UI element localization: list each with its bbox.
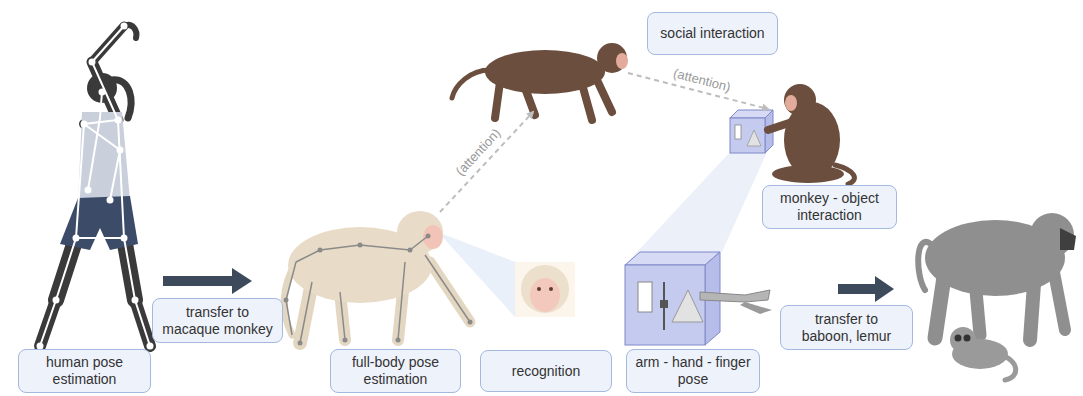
label-box: monkey - object interaction — [762, 185, 897, 229]
box-text: transfer to macaque monkey — [160, 304, 275, 338]
label-box: transfer to macaque monkey — [152, 298, 283, 343]
label-box: recognition — [480, 350, 612, 392]
arrow-label: (attention) — [672, 65, 732, 94]
box-text: human pose estimation — [26, 354, 143, 388]
macaque-pose — [284, 211, 473, 346]
walking-monkey — [452, 43, 628, 120]
lemur — [950, 327, 1016, 380]
label-box: human pose estimation — [18, 349, 151, 393]
box-text: arm - hand - finger pose — [634, 354, 752, 388]
label-box: full-body pose estimation — [330, 349, 461, 393]
box-text: recognition — [512, 363, 581, 380]
box-text: social interaction — [660, 25, 764, 42]
box-text: monkey - object interaction — [770, 190, 889, 224]
puzzle-box — [625, 252, 772, 345]
sitting-monkey — [768, 84, 854, 184]
box-text: transfer to baboon, lemur — [788, 311, 905, 345]
human-figure — [37, 23, 154, 350]
label-box: social interaction — [647, 12, 778, 55]
baboon — [918, 213, 1076, 340]
label-box: transfer to baboon, lemur — [780, 305, 913, 350]
box-text: full-body pose estimation — [338, 354, 453, 388]
label-box: arm - hand - finger pose — [626, 349, 760, 393]
